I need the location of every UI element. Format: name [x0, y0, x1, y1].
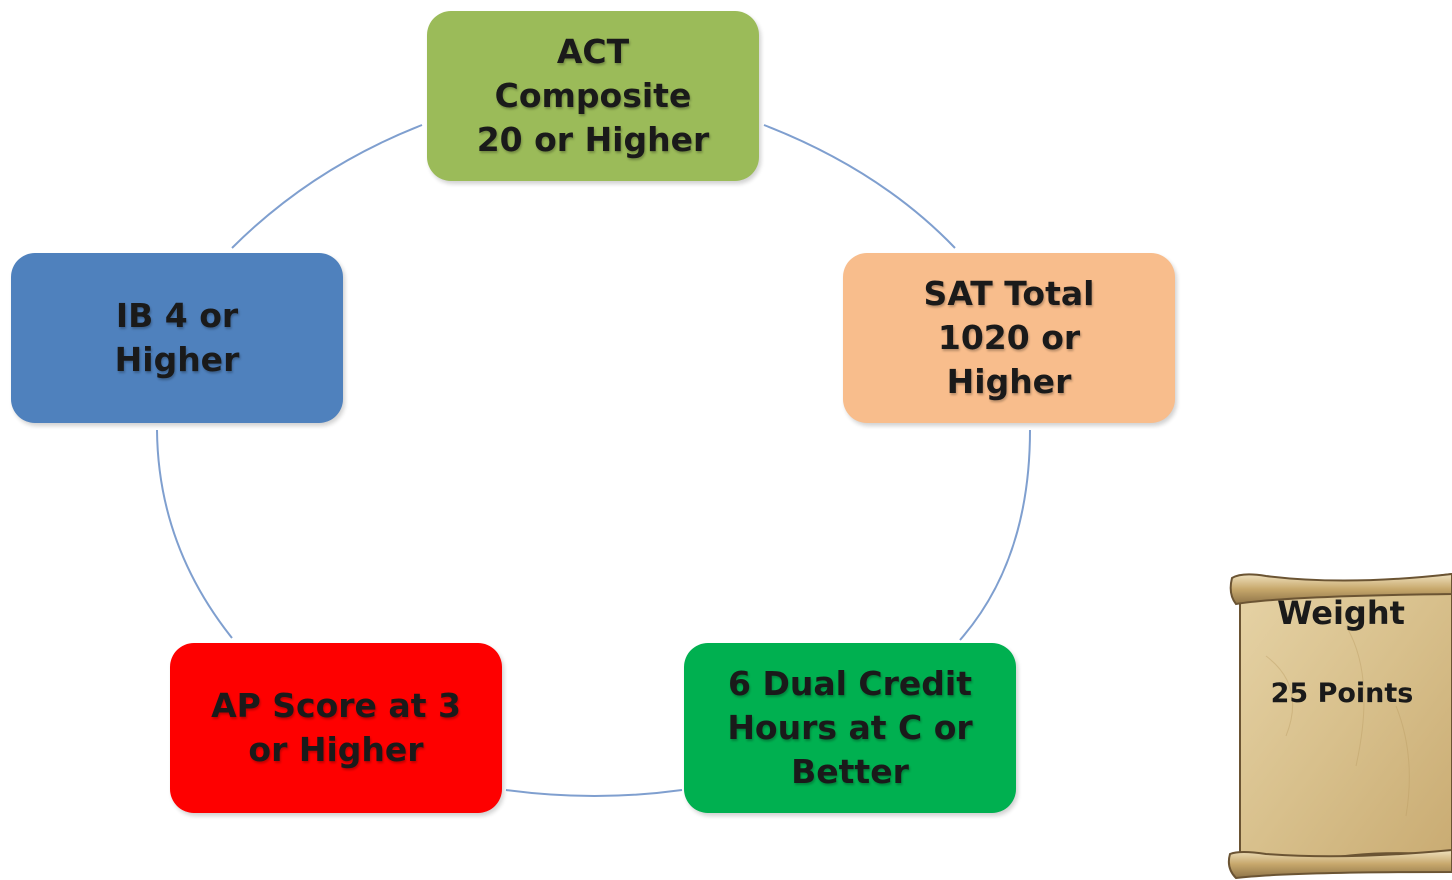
node-dual-credit: 6 Dual Credit Hours at C or Better	[684, 643, 1016, 813]
node-ib: IB 4 or Higher	[11, 253, 343, 423]
parchment-scroll-icon	[1227, 572, 1452, 880]
node-act-composite: ACT Composite 20 or Higher	[427, 11, 759, 181]
arc-dual-ap	[505, 789, 683, 797]
weight-scroll: Weight 25 Points	[1226, 566, 1452, 880]
scroll-points: 25 Points	[1270, 678, 1414, 709]
node-label: AP Score at 3 or Higher	[211, 686, 461, 769]
scroll-title: Weight	[1277, 594, 1405, 632]
node-sat-total: SAT Total 1020 or Higher	[843, 253, 1175, 423]
arc-ib-act	[231, 124, 423, 249]
node-label: IB 4 or Higher	[114, 296, 240, 379]
node-ap-score: AP Score at 3 or Higher	[170, 643, 502, 813]
node-label: SAT Total 1020 or Higher	[923, 274, 1095, 401]
arc-ap-ib	[156, 429, 233, 639]
arc-act-sat	[763, 124, 956, 249]
arc-sat-dual	[959, 429, 1031, 641]
node-label: ACT Composite 20 or Higher	[476, 32, 710, 159]
node-label: 6 Dual Credit Hours at C or Better	[727, 664, 973, 791]
